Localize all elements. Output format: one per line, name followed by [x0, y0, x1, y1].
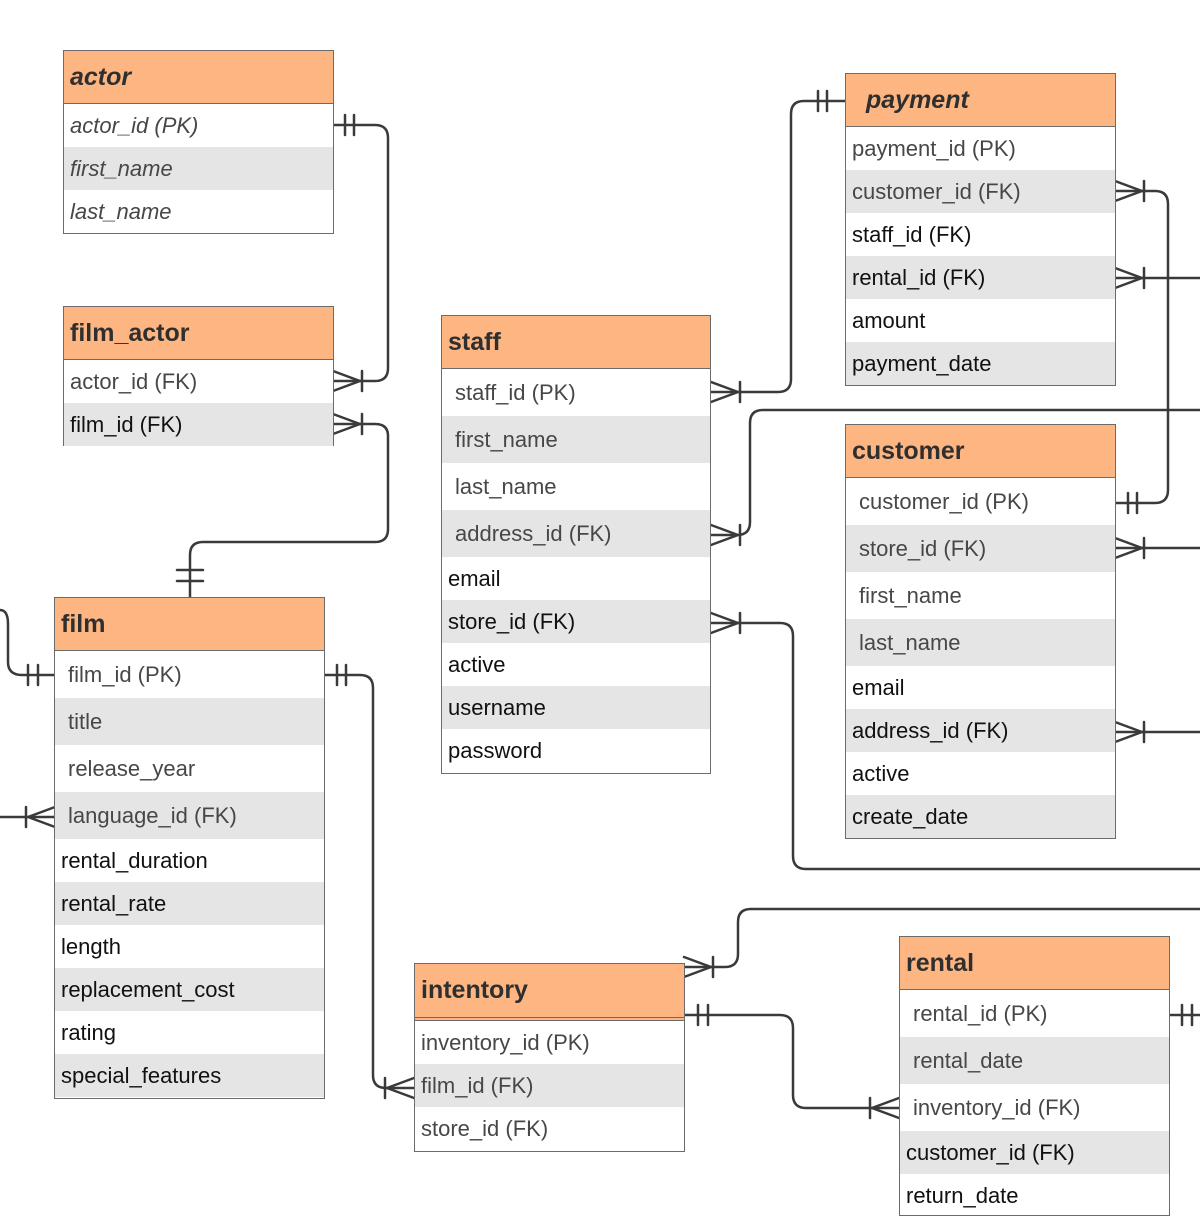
- field-row: film_id (PK): [68, 661, 182, 687]
- rel-staff-address: [709, 408, 1200, 537]
- field-row: active: [448, 651, 506, 677]
- rel-inventory-store: [682, 907, 1200, 969]
- rel-customer-payment: [1113, 189, 1170, 505]
- field-row: rental_id (FK): [846, 256, 1115, 299]
- rel-actor-film_actor: [331, 123, 390, 383]
- field-row: address_id (FK): [846, 709, 1115, 752]
- field-row: length: [61, 933, 121, 959]
- field-row: amount: [852, 307, 926, 333]
- many-marker: [682, 955, 715, 979]
- many-marker: [1113, 536, 1146, 560]
- field-row: inventory_id (FK): [913, 1094, 1081, 1120]
- field-row: rental_rate: [55, 882, 324, 925]
- entity-title: staff: [442, 316, 710, 369]
- field-row: first_name: [64, 147, 333, 190]
- entity-title: actor: [64, 51, 333, 104]
- field-row: staff_id (PK): [455, 379, 576, 405]
- field-row: inventory_id (PK): [421, 1029, 590, 1055]
- many-marker: [709, 611, 742, 635]
- entity-customer[interactable]: customer customer_id (PK) store_id (FK) …: [845, 424, 1116, 839]
- field-row: first_name: [442, 416, 710, 463]
- field-row: special_features: [55, 1054, 324, 1097]
- field-row: username: [442, 686, 710, 729]
- one-marker: [335, 663, 348, 687]
- many-marker: [331, 369, 364, 393]
- one-marker: [175, 568, 205, 583]
- field-row: rental_id (PK): [913, 1000, 1048, 1026]
- one-marker: [343, 113, 356, 137]
- field-row: staff_id (FK): [852, 221, 972, 247]
- field-row: customer_id (PK): [859, 488, 1029, 514]
- entity-payment[interactable]: payment payment_id (PK) customer_id (FK)…: [845, 73, 1116, 386]
- one-marker: [1180, 1003, 1194, 1027]
- one-marker: [26, 663, 40, 687]
- field-row: address_id (FK): [442, 510, 710, 557]
- entity-title: film: [55, 598, 324, 651]
- many-marker: [709, 523, 742, 547]
- entity-actor[interactable]: actor actor_id (PK) first_name last_name: [63, 50, 334, 234]
- many-marker: [383, 1076, 416, 1100]
- rel-film-offpage: [0, 608, 57, 677]
- entity-staff[interactable]: staff staff_id (PK) first_name last_name…: [441, 315, 711, 774]
- entity-title: intentory: [415, 964, 684, 1021]
- rel-inventory-rental: [682, 1013, 901, 1110]
- entity-title: rental: [900, 937, 1169, 990]
- one-marker: [1126, 491, 1139, 515]
- rel-staff-store: [709, 621, 1200, 871]
- field-row: customer_id (FK): [900, 1131, 1169, 1174]
- field-row: active: [852, 760, 910, 786]
- field-row: rental_duration: [61, 847, 208, 873]
- entity-title: payment: [846, 74, 1115, 127]
- many-marker: [709, 380, 742, 404]
- field-row: film_id (FK): [64, 403, 333, 446]
- many-marker: [1113, 179, 1146, 203]
- field-row: payment_date: [846, 342, 1115, 385]
- field-row: first_name: [859, 582, 962, 608]
- field-row: actor_id (FK): [70, 368, 198, 394]
- many-marker: [1113, 266, 1146, 290]
- field-row: store_id (FK): [421, 1115, 549, 1141]
- entity-film[interactable]: film film_id (PK) title release_year lan…: [54, 597, 325, 1099]
- many-marker: [1113, 720, 1146, 744]
- many-marker: [331, 412, 364, 436]
- field-row: return_date: [906, 1182, 1019, 1208]
- many-marker: [24, 805, 57, 829]
- field-row: last_name: [70, 198, 172, 224]
- field-row: email: [448, 565, 501, 591]
- field-row: rental_date: [900, 1037, 1169, 1084]
- entity-title: customer: [846, 425, 1115, 478]
- field-row: release_year: [68, 755, 196, 781]
- entity-film-actor[interactable]: film_actor actor_id (FK) film_id (FK): [63, 306, 334, 446]
- one-marker: [816, 89, 829, 113]
- entity-rental[interactable]: rental rental_id (PK) rental_date invent…: [899, 936, 1170, 1216]
- field-row: rating: [61, 1019, 117, 1045]
- field-row: payment_id (PK): [852, 135, 1016, 161]
- field-row: store_id (FK): [846, 525, 1115, 572]
- field-row: store_id (FK): [442, 600, 710, 643]
- field-row: password: [448, 737, 543, 763]
- rel-film-inventory: [322, 673, 416, 1090]
- field-row: replacement_cost: [55, 968, 324, 1011]
- field-row: create_date: [846, 795, 1115, 838]
- field-row: last_name: [455, 473, 557, 499]
- rel-staff-payment: [709, 99, 848, 394]
- entity-title: film_actor: [64, 307, 333, 360]
- rel-film-film_actor: [188, 422, 390, 599]
- field-row: title: [55, 698, 324, 745]
- field-row: email: [852, 674, 905, 700]
- one-marker: [696, 1003, 710, 1027]
- field-row: language_id (FK): [55, 792, 324, 839]
- many-marker: [868, 1096, 901, 1120]
- field-row: last_name: [846, 619, 1115, 666]
- field-row: customer_id (FK): [846, 170, 1115, 213]
- field-row: film_id (FK): [415, 1064, 684, 1107]
- field-row: actor_id (PK): [70, 112, 199, 138]
- entity-inventory[interactable]: intentory inventory_id (PK) film_id (FK)…: [414, 963, 685, 1152]
